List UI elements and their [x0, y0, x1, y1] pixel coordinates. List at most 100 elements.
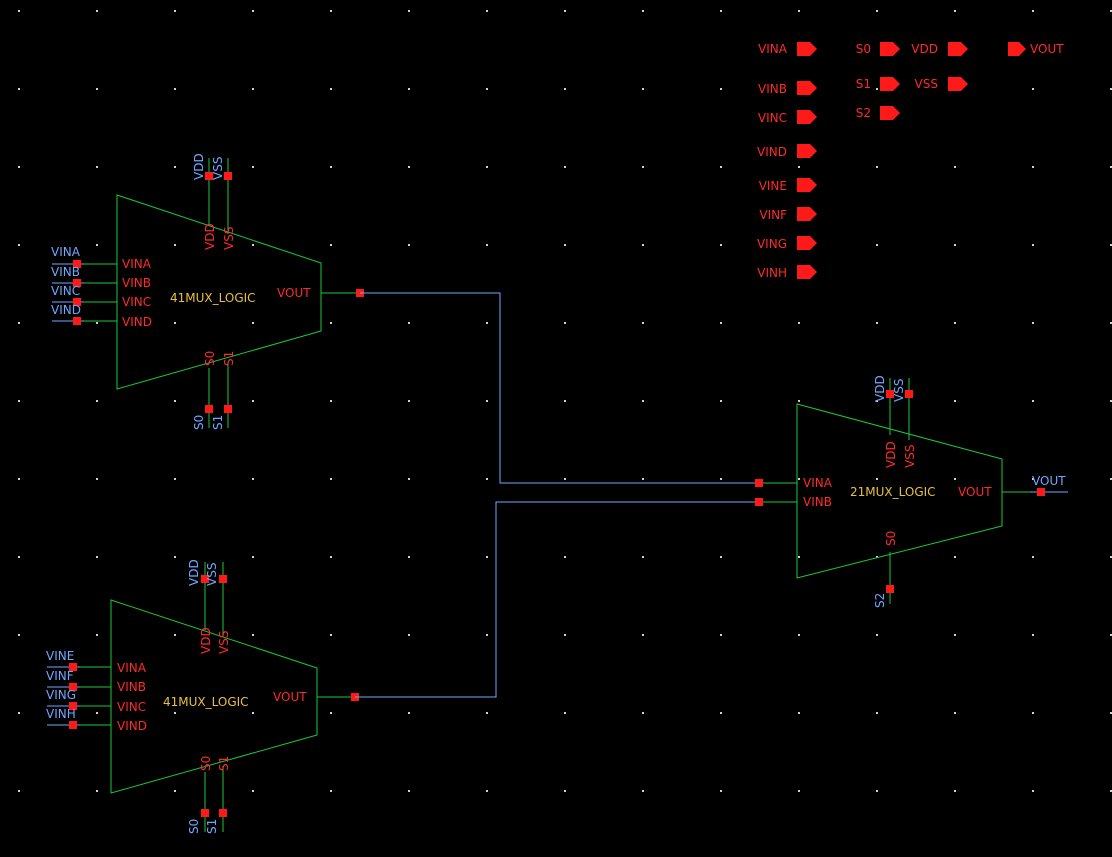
grid-dot [876, 322, 878, 324]
pin-connection-square[interactable] [755, 479, 763, 487]
grid-dot [96, 478, 98, 480]
grid-dot [642, 322, 644, 324]
pin-connection-square[interactable] [224, 172, 232, 180]
mux41-bottom-symbol[interactable] [110, 599, 318, 794]
pin-connection-square[interactable] [886, 390, 894, 398]
wire-bottom-vout-to-vinb[interactable] [355, 501, 760, 698]
pin-connection-square[interactable] [201, 575, 209, 583]
grid-dot [1110, 556, 1112, 558]
grid-dot [18, 166, 20, 168]
net-label-s0: S0 [192, 415, 206, 430]
grid-dot [798, 400, 800, 402]
net-label-vine: VINE [46, 649, 74, 663]
pin-connection-square[interactable] [73, 260, 81, 268]
pin-connection-square[interactable] [1037, 488, 1045, 496]
pin-connection-square[interactable] [69, 663, 77, 671]
legend-label-s0: S0 [856, 42, 871, 56]
pin-label-vdd: VDD [203, 223, 217, 250]
grid-dot [1110, 166, 1112, 168]
pin-legend: VINA VINB VINC VIND VINE VINF VING VINH … [757, 42, 1064, 280]
pin-connection-square[interactable] [219, 809, 227, 817]
grid-dot [798, 166, 800, 168]
grid-dot [252, 400, 254, 402]
grid-dot [642, 634, 644, 636]
mux21-symbol[interactable] [796, 403, 1003, 579]
grid-dot [174, 556, 176, 558]
pin-connection-square[interactable] [201, 809, 209, 817]
input-pin-icon[interactable] [797, 207, 817, 221]
pin-label-vout: VOUT [958, 485, 992, 499]
pin-label-vdd: VDD [199, 627, 213, 654]
pin-connection-square[interactable] [886, 585, 894, 593]
grid-dot [330, 400, 332, 402]
input-pin-icon[interactable] [797, 236, 817, 250]
output-pin-icon[interactable] [1008, 42, 1026, 56]
legend-label-vinf: VINF [759, 208, 787, 222]
pin-connection-square[interactable] [69, 683, 77, 691]
grid-dot [486, 322, 488, 324]
input-pin-icon[interactable] [797, 81, 817, 95]
mux21-instance[interactable]: 21MUX_LOGIC VINA VINB VDD VSS VDD VSS S0… [755, 375, 1068, 608]
pin-label-s0: S0 [199, 756, 213, 771]
net-label-vinb: VINB [51, 265, 80, 279]
grid-dot [1032, 166, 1034, 168]
grid-dot [486, 400, 488, 402]
inout-pin-icon[interactable] [948, 77, 968, 91]
grid-dot [486, 790, 488, 792]
grid-dot [720, 634, 722, 636]
grid-dot [876, 88, 878, 90]
grid-dot [798, 790, 800, 792]
grid-dot [642, 712, 644, 714]
net-label-vss: VSS [211, 157, 225, 180]
pin-connection-square[interactable] [205, 172, 213, 180]
grid-dot [1032, 478, 1034, 480]
grid-dot [798, 556, 800, 558]
grid-dot [408, 790, 410, 792]
input-pin-icon[interactable] [797, 144, 817, 158]
pin-connection-square[interactable] [219, 575, 227, 583]
net-label-s1: S1 [205, 819, 219, 834]
input-pin-icon[interactable] [797, 178, 817, 192]
mux41-top-cell-name: 41MUX_LOGIC [170, 291, 256, 305]
input-pin-icon[interactable] [880, 77, 900, 91]
grid-dot [798, 478, 800, 480]
grid-dot [1110, 322, 1112, 324]
pin-label-vind: VIND [117, 719, 147, 733]
input-pin-icon[interactable] [880, 106, 900, 120]
input-pin-icon[interactable] [880, 42, 900, 56]
pin-connection-square[interactable] [205, 405, 213, 413]
input-pin-icon[interactable] [797, 110, 817, 124]
grid-dot [798, 322, 800, 324]
legend-label-s1: S1 [856, 77, 871, 91]
grid-dot [1110, 10, 1112, 12]
pin-connection-square[interactable] [73, 317, 81, 325]
grid-dot [954, 634, 956, 636]
pin-connection-square[interactable] [224, 405, 232, 413]
grid-dot [18, 400, 20, 402]
wire-top-vout-to-vina[interactable] [360, 292, 760, 484]
grid-dot [408, 166, 410, 168]
inout-pin-icon[interactable] [948, 42, 968, 56]
grid-dot [564, 790, 566, 792]
pin-connection-square[interactable] [69, 702, 77, 710]
pin-connection-square[interactable] [73, 279, 81, 287]
mux41-top-input-stubs [52, 263, 117, 322]
grid-dot [18, 244, 20, 246]
pin-connection-square[interactable] [73, 298, 81, 306]
net-label-vina: VINA [51, 245, 81, 259]
pin-label-vinb: VINB [803, 495, 832, 509]
input-pin-icon[interactable] [797, 265, 817, 279]
pin-connection-square[interactable] [69, 721, 77, 729]
grid-dot [876, 244, 878, 246]
net-label-s2: S2 [873, 593, 887, 608]
mux41-bottom-instance[interactable]: 41MUX_LOGIC VINE VINF VING VINH VINA VIN… [46, 559, 359, 834]
pin-connection-square[interactable] [755, 498, 763, 506]
grid-dot [1032, 244, 1034, 246]
net-label-ving: VING [46, 688, 76, 702]
mux41-top-symbol[interactable] [116, 194, 322, 390]
input-pin-icon[interactable] [797, 42, 817, 56]
grid-dot [876, 400, 878, 402]
pin-connection-square[interactable] [905, 390, 913, 398]
net-label-vinc: VINC [51, 284, 80, 298]
